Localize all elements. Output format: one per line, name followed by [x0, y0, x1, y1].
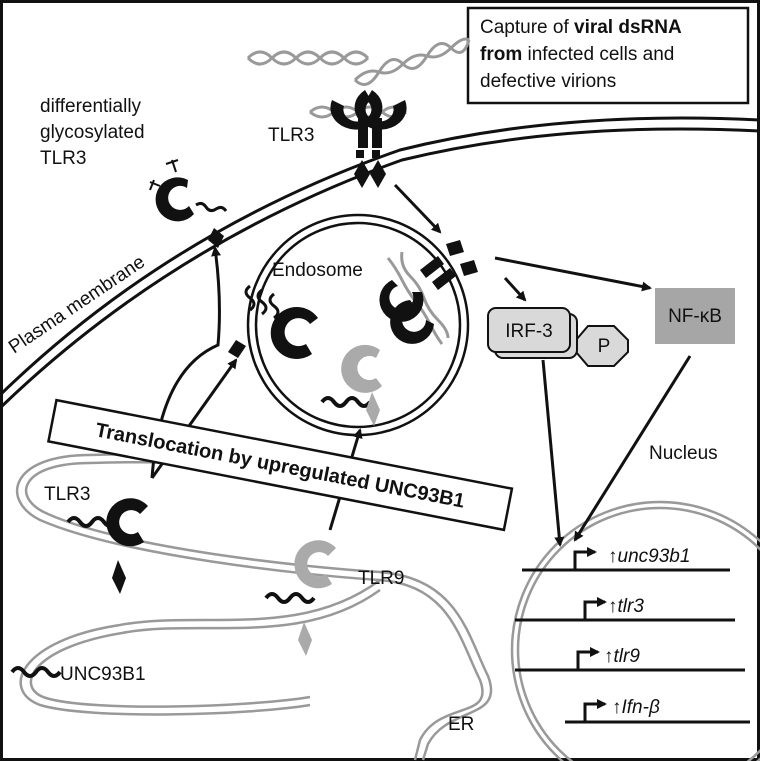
nfkb-label: NF-κB — [668, 306, 722, 327]
svg-text:↑tlr3: ↑tlr3 — [608, 596, 644, 617]
tlr3-surface-dimer — [330, 90, 407, 188]
gene-lines: ↑unc93b1 ↑tlr3 ↑tlr9 ↑Ifn-β — [515, 546, 750, 724]
caption-box: Capture of viral dsRNA from infected cel… — [466, 6, 750, 105]
gene-ifnb: ↑Ifn-β — [565, 697, 750, 724]
nucleus-label: Nucleus — [649, 443, 718, 464]
gene-name-unc93b1: unc93b1 — [618, 546, 691, 567]
tlr3-endosome-cshape — [228, 284, 318, 359]
caption-line2-bold: from — [480, 44, 522, 65]
nfkb-box: NF-κB — [655, 288, 735, 344]
endosome-label: Endosome — [272, 260, 363, 281]
gene-name-tlr9: tlr9 — [614, 646, 641, 667]
banner-text: Translocation by upregulated UNC93B1 — [94, 419, 467, 512]
tlr9-er — [264, 540, 336, 656]
svg-text:↑Ifn-β: ↑Ifn-β — [612, 697, 660, 718]
plasma-membrane — [0, 116, 760, 410]
tlr3-er — [66, 498, 148, 594]
tlr9-endosome — [320, 344, 382, 426]
gene-name-ifnb: Ifn-β — [622, 697, 660, 718]
gene-name-tlr3: tlr3 — [618, 596, 645, 617]
phospho-label: P — [598, 336, 611, 357]
svg-text:Capture of viral dsRNA: Capture of viral dsRNA — [480, 17, 682, 38]
diff-glyco-line2: glycosylated — [40, 122, 145, 143]
dsrna-helices — [246, 37, 471, 345]
diff-glyco-line1: differentially — [40, 96, 142, 117]
diff-glyco-line3: TLR3 — [40, 148, 86, 169]
irf3-complex: IRF-3 P — [487, 307, 629, 367]
gene-tlr9: ↑tlr9 — [515, 646, 745, 672]
svg-text:from infected cells and: from infected cells and — [480, 44, 674, 65]
unc93b1-er — [10, 666, 62, 678]
caption-line1-bold: viral dsRNA — [574, 17, 682, 38]
svg-text:↑tlr9: ↑tlr9 — [604, 646, 640, 667]
gene-tlr3: ↑tlr3 — [515, 596, 735, 622]
irf3-label: IRF-3 — [505, 321, 553, 342]
gene-unc93b1: ↑unc93b1 — [522, 546, 730, 572]
tlr9-label: TLR9 — [358, 568, 404, 589]
nucleus — [510, 500, 760, 761]
tlr3-endosome-dimer — [379, 240, 478, 344]
svg-text:↑unc93b1: ↑unc93b1 — [608, 546, 690, 567]
tlr3-er-label: TLR3 — [44, 484, 90, 505]
caption-line3: defective virions — [480, 71, 616, 92]
plasma-membrane-label: Plasma membrane — [5, 252, 149, 359]
caption-line2-rest: infected cells and — [522, 44, 674, 65]
caption-line1-pre: Capture of — [480, 17, 574, 38]
tlr3-glycosylated — [149, 159, 228, 248]
er-label: ER — [448, 714, 474, 735]
unc93b1-label: UNC93B1 — [60, 664, 146, 685]
tlr3-surface-label: TLR3 — [268, 125, 314, 146]
